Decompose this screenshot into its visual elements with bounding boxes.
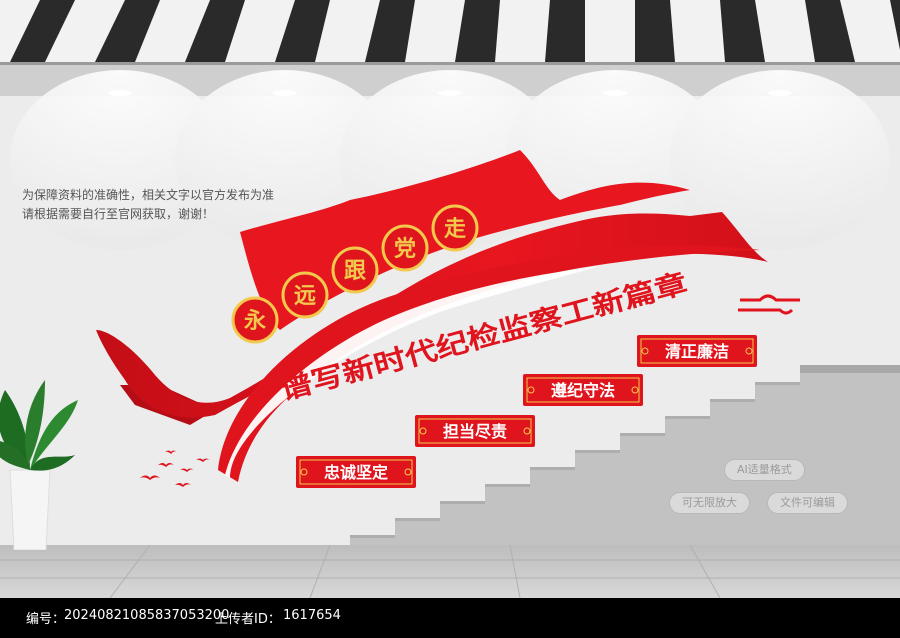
tag-editable: 文件可编辑 (767, 492, 848, 514)
flag-slogan: 永 远 跟 党 走 (231, 204, 479, 344)
step-label: 忠诚坚定 (324, 463, 388, 482)
step-plaque: 担当尽责 (415, 415, 535, 447)
uploader-label: 上传者ID： (215, 612, 281, 627)
step-label: 担当尽责 (443, 422, 507, 441)
slogan-char: 党 (394, 237, 416, 262)
cloud-ornament-icon (738, 294, 800, 315)
slogan-char: 永 (244, 308, 266, 334)
potted-plant (0, 380, 78, 550)
slogan-circle (431, 204, 479, 252)
info-footer: 编号： 20240821085837053200 上传者ID： 1617654 (0, 598, 900, 638)
slogan-char: 走 (444, 217, 466, 242)
tag-scalable: 可无限放大 (669, 492, 750, 514)
spotlights (10, 70, 890, 250)
id-label: 编号： (26, 612, 66, 627)
slogan-char: 跟 (344, 259, 367, 284)
step-label: 遵纪守法 (551, 381, 615, 400)
tag-ai-vector: AI适量格式 (724, 459, 805, 481)
disclaimer-note: 为保障资料的准确性，相关文字以官方发布为准 请根据需要自行至官网获取，谢谢！ (22, 188, 275, 221)
step-plaque: 遵纪守法 (523, 374, 643, 406)
slogan-circle (331, 246, 379, 294)
staircase (350, 372, 900, 545)
step-plaque: 忠诚坚定 (296, 456, 416, 488)
floor-tiles (0, 544, 900, 599)
slogan-char: 远 (294, 284, 316, 309)
step-label: 清正廉洁 (665, 342, 729, 361)
step-labels: 忠诚坚定 担当尽责 遵纪守法 清正廉洁 (296, 335, 757, 488)
step-plaque: 清正廉洁 (637, 335, 757, 367)
floor (0, 545, 900, 598)
uploader-value: 1617654 (283, 608, 341, 623)
slogan-circle (381, 224, 429, 272)
slogan-circle (281, 271, 329, 319)
slogan-circle (231, 296, 279, 344)
id-value: 20240821085837053200 (64, 608, 230, 623)
bird-icons (140, 450, 210, 487)
